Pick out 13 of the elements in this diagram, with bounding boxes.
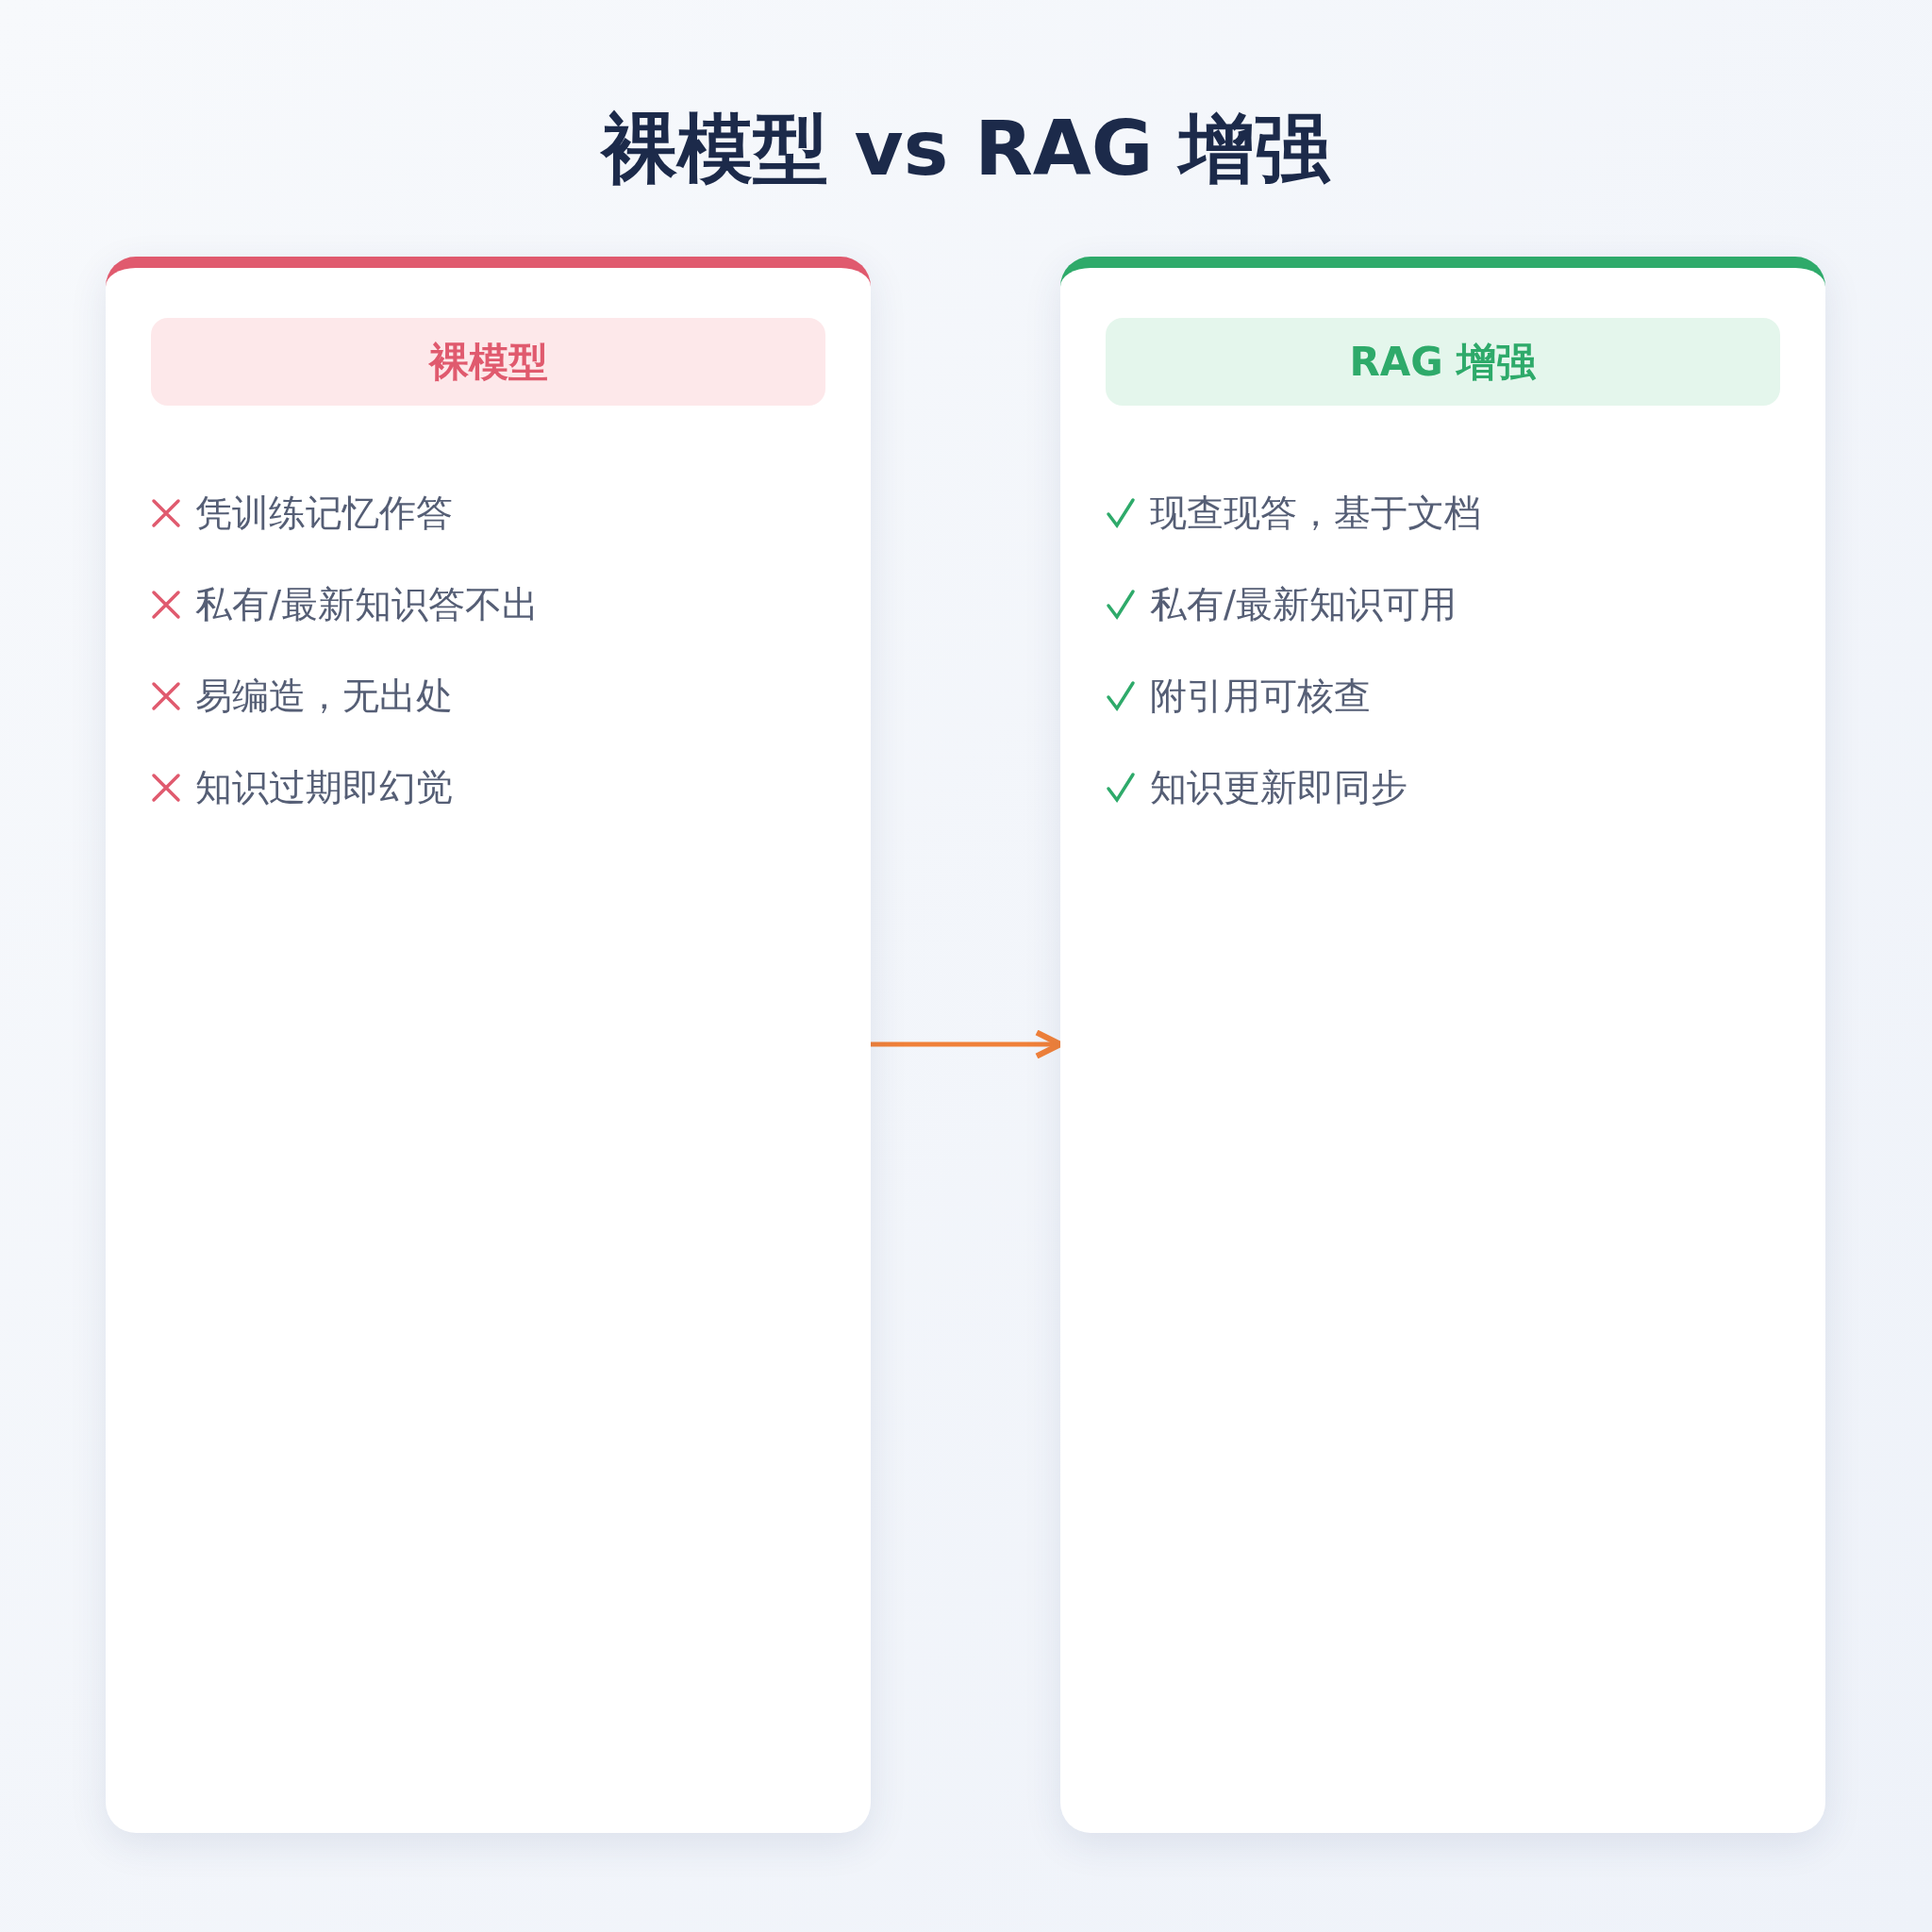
list-item-text: 现查现答，基于文档 bbox=[1150, 491, 1481, 536]
list-item-text: 私有/最新知识答不出 bbox=[195, 582, 540, 627]
list-item-text: 知识过期即幻觉 bbox=[195, 765, 453, 810]
comparison-card bbox=[1060, 257, 1825, 1833]
diagram-title: 裸模型 vs RAG 增强 bbox=[599, 104, 1332, 194]
comparison-card bbox=[106, 257, 871, 1833]
list-item-text: 知识更新即同步 bbox=[1150, 765, 1407, 810]
list-item-text: 凭训练记忆作答 bbox=[195, 491, 453, 536]
list-item-text: 易编造，无出处 bbox=[195, 674, 453, 719]
card-heading: 裸模型 bbox=[151, 318, 825, 406]
list-item-text: 私有/最新知识可用 bbox=[1150, 582, 1457, 627]
list-item-text: 附引用可核查 bbox=[1150, 674, 1371, 719]
card-heading: RAG 增强 bbox=[1106, 318, 1780, 406]
